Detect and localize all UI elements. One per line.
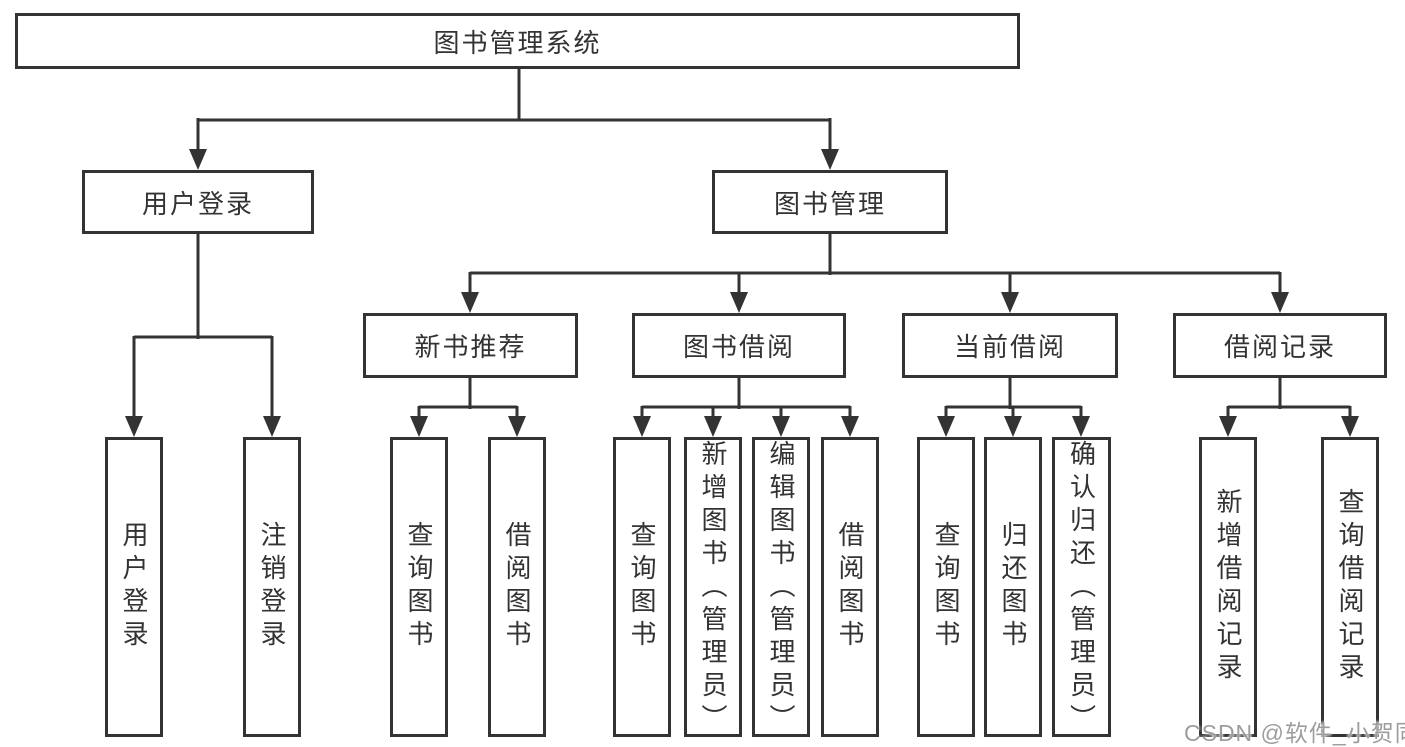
leaf-logout: 注销登录 xyxy=(243,437,301,737)
leaf-borrow-book: 借阅图书 xyxy=(821,437,879,737)
node-library-system-label: 图书管理系统 xyxy=(433,27,602,58)
leaf-query-book-borrow: 查询图书 xyxy=(613,437,671,737)
node-book-borrow: 图书借阅 xyxy=(632,313,846,378)
node-book-management: 图书管理 xyxy=(712,170,948,234)
node-borrow-records-label: 借阅记录 xyxy=(1223,332,1336,362)
csdn-watermark: CSDN @软件_小贺同学 xyxy=(1184,720,1405,746)
leaf-add-borrow-record-label: 新增借阅记录 xyxy=(1213,488,1243,686)
node-library-system: 图书管理系统 xyxy=(15,13,1020,69)
leaf-return-book-label: 归还图书 xyxy=(998,521,1028,653)
connector-book-management-branch xyxy=(461,234,1289,313)
leaf-confirm-return-admin: 确认归还（管理员） xyxy=(1052,437,1111,737)
leaf-borrow-book-label: 借阅图书 xyxy=(835,521,865,653)
leaf-return-book: 归还图书 xyxy=(984,437,1042,737)
leaf-query-borrow-record: 查询借阅记录 xyxy=(1321,437,1379,737)
leaf-query-borrow-record-label: 查询借阅记录 xyxy=(1335,488,1365,686)
node-new-book-recommend-label: 新书推荐 xyxy=(414,332,527,362)
leaf-user-login-label: 用户登录 xyxy=(119,521,149,653)
leaf-edit-book-admin: 编辑图书（管理员） xyxy=(752,437,810,737)
leaf-query-book-current: 查询图书 xyxy=(917,437,975,737)
node-current-borrow-label: 当前借阅 xyxy=(953,332,1066,362)
leaf-borrow-book-recommend: 借阅图书 xyxy=(488,437,546,737)
leaf-edit-book-admin-label: 编辑图书（管理员） xyxy=(766,440,796,737)
leaf-query-book-borrow-label: 查询图书 xyxy=(627,521,657,653)
node-current-borrow: 当前借阅 xyxy=(902,313,1118,378)
node-new-book-recommend: 新书推荐 xyxy=(363,313,578,378)
leaf-borrow-book-recommend-label: 借阅图书 xyxy=(502,521,532,653)
node-user-login-label: 用户登录 xyxy=(141,188,254,219)
leaf-user-login: 用户登录 xyxy=(105,437,163,737)
leaf-add-book-admin: 新增图书（管理员） xyxy=(684,437,742,737)
leaf-query-book-recommend-label: 查询图书 xyxy=(404,521,434,653)
leaf-add-book-admin-label: 新增图书（管理员） xyxy=(698,440,728,737)
connector-user-login-branch xyxy=(125,234,281,437)
leaf-confirm-return-admin-label: 确认归还（管理员） xyxy=(1066,440,1097,737)
connector-book-borrow-branch xyxy=(633,378,859,437)
node-borrow-records: 借阅记录 xyxy=(1173,313,1387,378)
connector-current-borrow-branch xyxy=(937,378,1090,437)
node-book-management-label: 图书管理 xyxy=(773,188,886,219)
connector-new-book-branch xyxy=(410,378,526,437)
leaf-query-book-current-label: 查询图书 xyxy=(931,521,961,653)
node-book-borrow-label: 图书借阅 xyxy=(682,332,795,362)
leaf-add-borrow-record: 新增借阅记录 xyxy=(1199,437,1257,737)
connector-root-to-level1 xyxy=(189,69,839,170)
connector-borrow-records-branch xyxy=(1219,378,1359,437)
leaf-logout-label: 注销登录 xyxy=(257,521,287,653)
leaf-query-book-recommend: 查询图书 xyxy=(390,437,448,737)
node-user-login: 用户登录 xyxy=(82,170,314,234)
